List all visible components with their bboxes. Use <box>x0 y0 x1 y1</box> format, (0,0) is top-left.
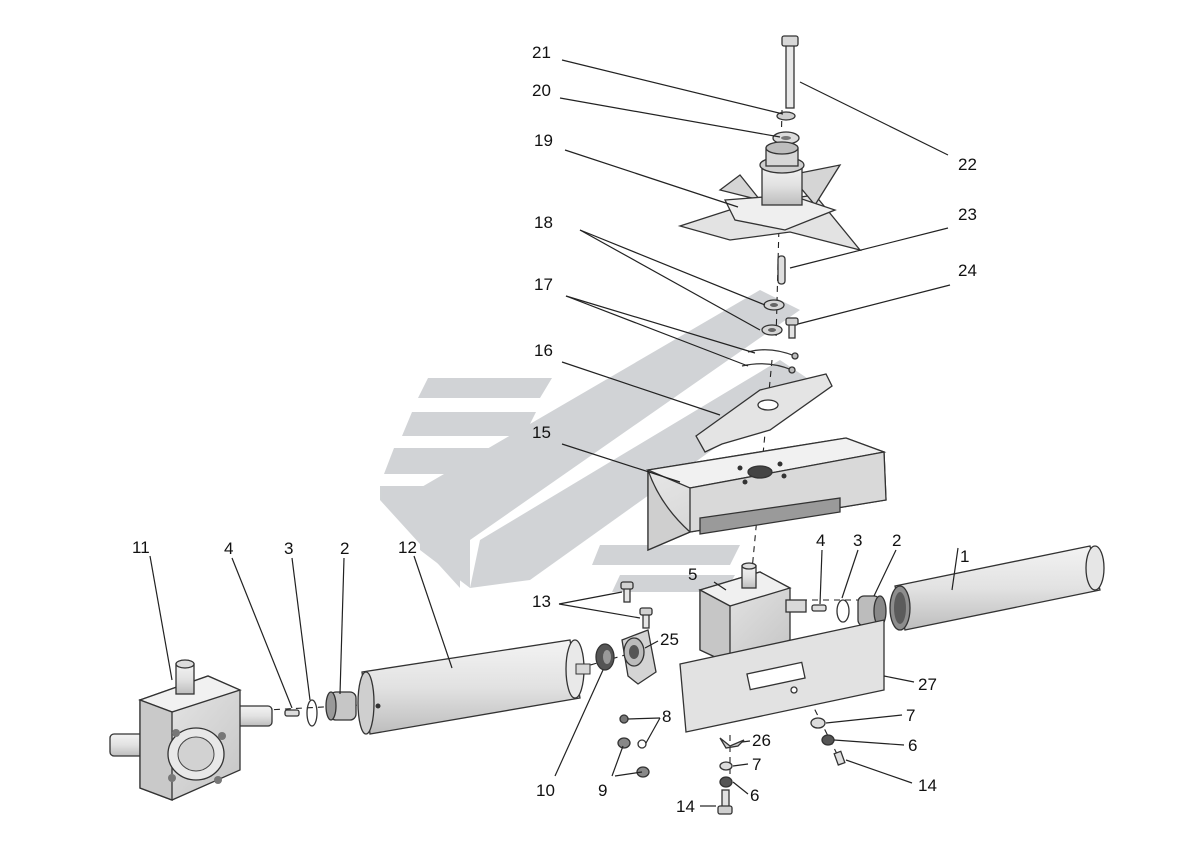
label-6-bottom: 6 <box>750 786 759 805</box>
label-12: 12 <box>398 538 417 557</box>
part-4-key-left <box>284 709 300 717</box>
part-13-bolts <box>620 581 653 629</box>
part-27-guard-plate <box>679 619 885 733</box>
label-1: 1 <box>960 547 969 566</box>
part-11-gearbox <box>109 659 273 801</box>
label-17: 17 <box>534 275 553 294</box>
watermark-logo <box>380 290 810 592</box>
part-4-key-right <box>811 604 827 612</box>
label-2-right: 2 <box>892 531 901 550</box>
part-2-bushing-left <box>325 691 357 721</box>
label-2-left: 2 <box>340 539 349 558</box>
label-14-right: 14 <box>918 776 937 795</box>
part-2-bushing-right <box>857 595 887 627</box>
label-23: 23 <box>958 205 977 224</box>
label-7-right: 7 <box>906 706 915 725</box>
label-6-right: 6 <box>908 736 917 755</box>
label-24: 24 <box>958 261 977 280</box>
part-24-bolt <box>785 317 799 339</box>
label-19: 19 <box>534 131 553 150</box>
label-3-left: 3 <box>284 539 293 558</box>
label-11: 11 <box>132 538 150 557</box>
part-3-ring-left <box>306 699 318 727</box>
label-4-left: 4 <box>224 539 233 558</box>
label-21: 21 <box>532 43 551 62</box>
label-4-right: 4 <box>816 531 825 550</box>
label-27: 27 <box>918 675 937 694</box>
part-25-bearing <box>621 629 657 685</box>
label-14-bottom: 14 <box>676 797 695 816</box>
label-15: 15 <box>532 423 551 442</box>
part-1-tube-right <box>889 545 1105 631</box>
leader-lines <box>149 59 959 807</box>
label-25: 25 <box>660 630 679 649</box>
label-18: 18 <box>534 213 553 232</box>
part-22-long-bolt <box>781 35 799 109</box>
part-20-washer <box>772 131 800 145</box>
part-23-pin <box>777 255 786 285</box>
label-9: 9 <box>598 781 607 800</box>
part-7-6-14-fasteners <box>717 717 846 815</box>
label-22: 22 <box>958 155 977 174</box>
part-18-washers <box>761 299 785 336</box>
label-8: 8 <box>662 707 671 726</box>
part-15-cover <box>645 437 887 551</box>
label-5: 5 <box>688 565 697 584</box>
label-26: 26 <box>752 731 771 750</box>
part-12-tube-left <box>357 639 591 735</box>
part-26-bracket <box>719 737 745 749</box>
label-20: 20 <box>532 81 551 100</box>
part-10-bearing-insert <box>595 643 615 671</box>
part-19-rotor-hub <box>677 141 862 252</box>
label-13: 13 <box>532 592 551 611</box>
part-3-ring-right <box>836 599 850 623</box>
part-5-gearbox <box>698 562 807 666</box>
part-16-plate <box>695 373 833 453</box>
label-7-bottom: 7 <box>752 755 761 774</box>
label-16: 16 <box>534 341 553 360</box>
part-labels: 1 2 2 3 3 4 4 5 6 6 7 7 8 9 10 11 12 13 … <box>132 43 977 816</box>
label-10: 10 <box>536 781 555 800</box>
label-3-right: 3 <box>853 531 862 550</box>
part-8-9-nuts <box>617 714 650 778</box>
